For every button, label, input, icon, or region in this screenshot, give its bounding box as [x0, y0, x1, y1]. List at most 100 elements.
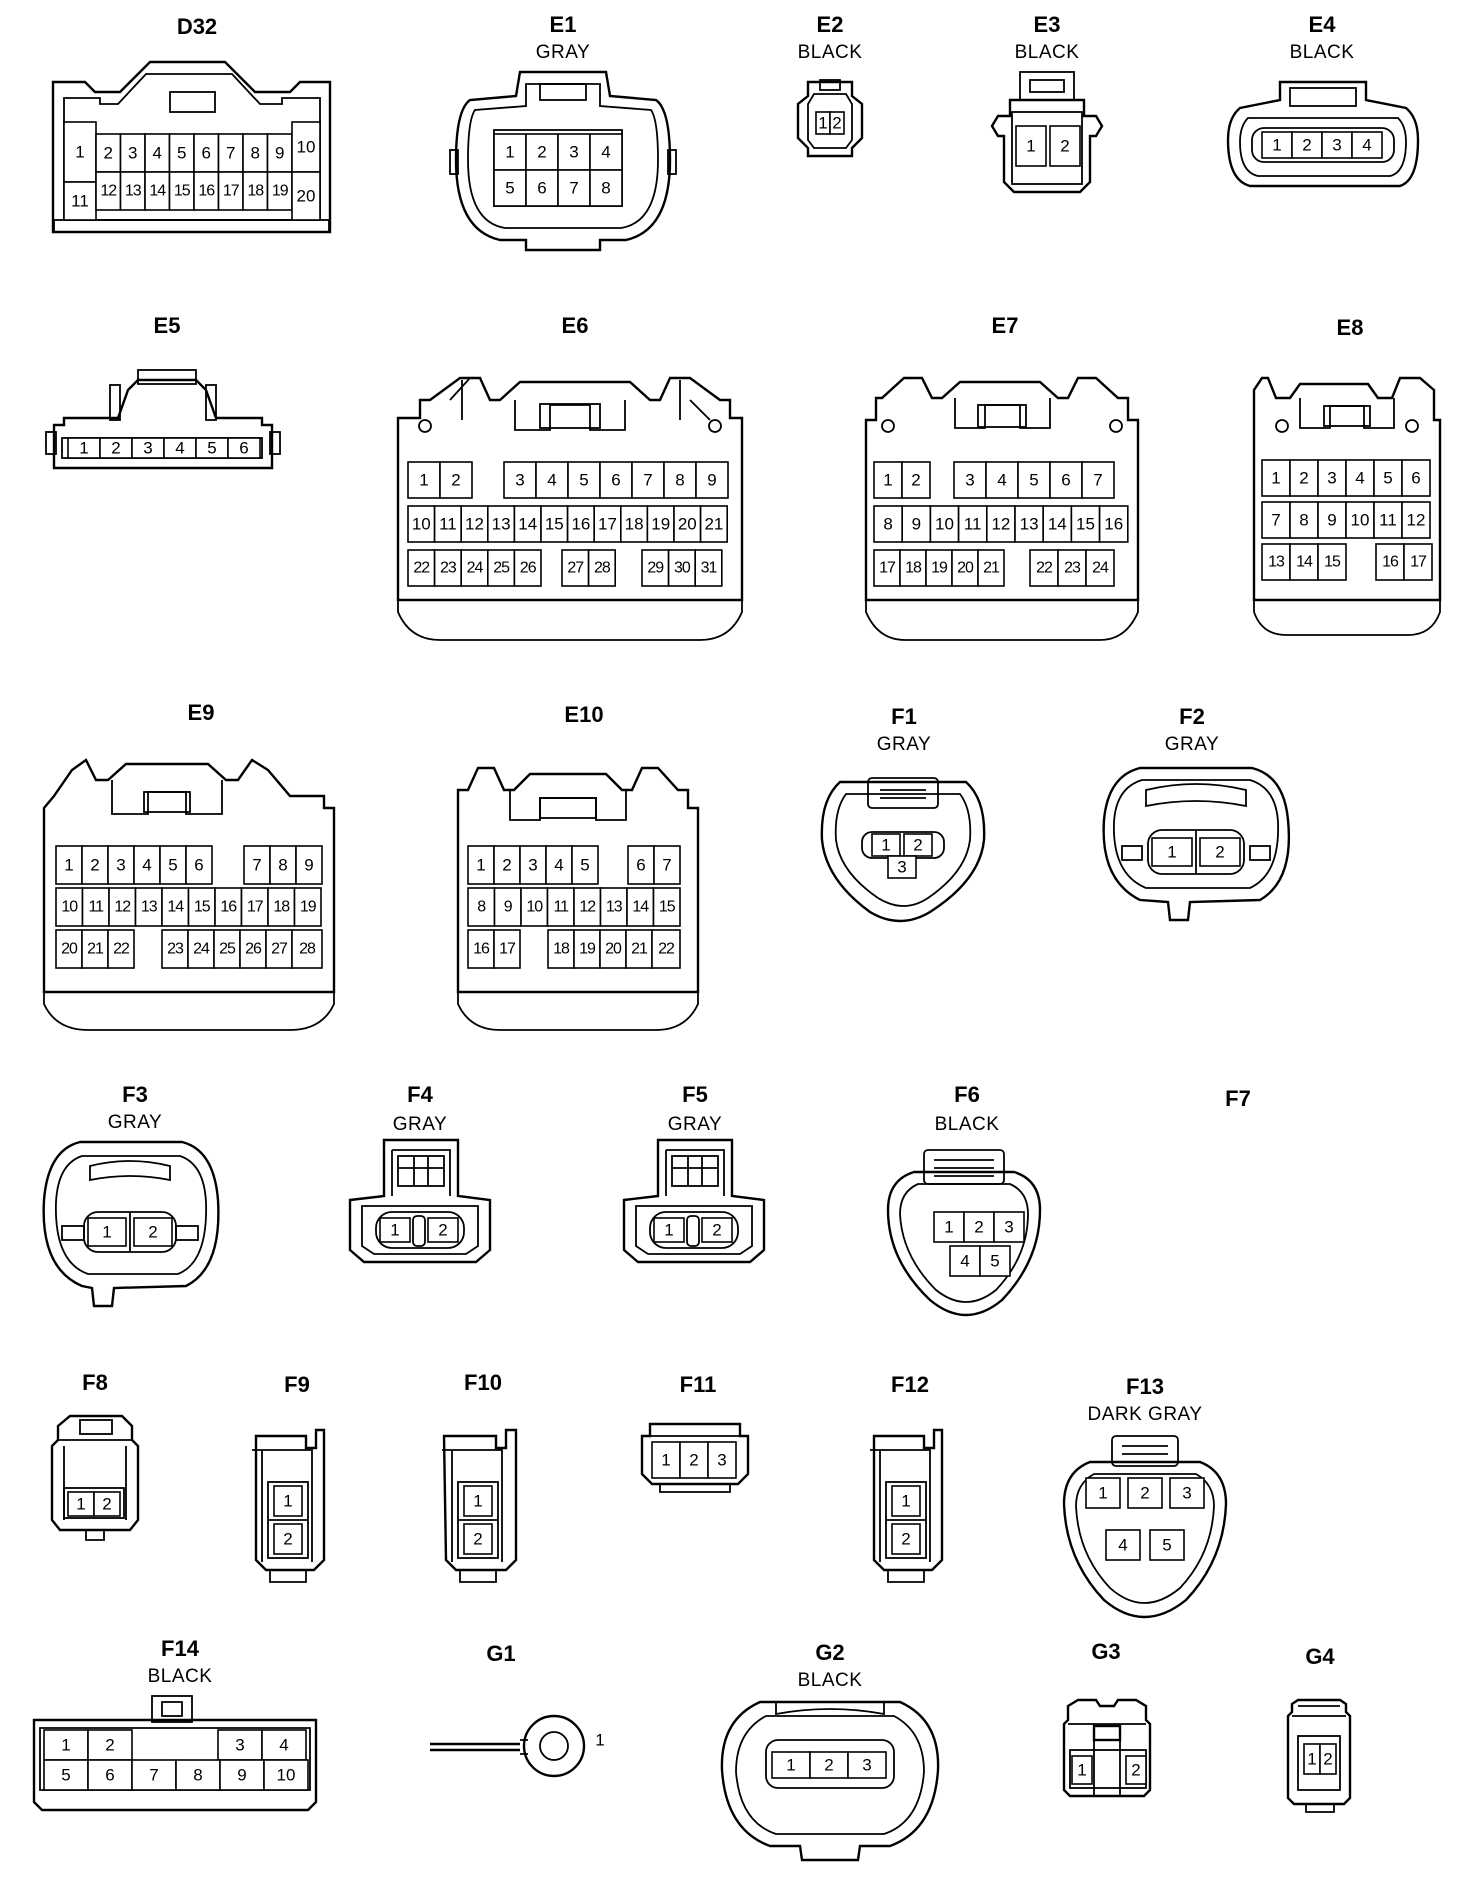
pin-label: 18 [273, 899, 290, 916]
pin-cell [993, 1211, 1025, 1243]
pin-label: 18 [553, 941, 570, 958]
pin-cell [427, 1217, 459, 1243]
pin-label: 12 [114, 899, 131, 916]
pin-label: 6 [611, 471, 620, 490]
pin-label: 8 [675, 471, 684, 490]
pin-label: 15 [194, 899, 211, 916]
pin-cell [159, 845, 187, 885]
pin-cell [809, 1751, 849, 1779]
pin-label: 20 [297, 187, 316, 206]
connector-label: F10 [464, 1370, 502, 1395]
pin-label: 3 [569, 143, 578, 162]
pin-label: 8 [251, 144, 260, 163]
pin-cell [81, 929, 109, 969]
pin-cell [1321, 131, 1353, 159]
pin-label: 4 [547, 471, 556, 490]
pin-label: 19 [300, 899, 317, 916]
connector-label: F12 [891, 1372, 929, 1397]
pin-label: 10 [526, 899, 543, 916]
pin-label: 3 [1332, 136, 1341, 155]
pin-label: 2 [1299, 469, 1308, 488]
pin-label: 23 [440, 560, 457, 577]
pin-cell [513, 549, 542, 587]
connector-label: E5 [154, 313, 181, 338]
pin-label: 2 [148, 1223, 157, 1242]
pin-cell [1199, 837, 1241, 867]
pin-cell [593, 505, 622, 543]
connector-f10: F10 12 [442, 1370, 518, 1583]
pin-label: 2 [105, 1736, 114, 1755]
pin-cell [566, 505, 595, 543]
pin-cell [134, 887, 163, 927]
pin-cell [651, 929, 681, 969]
connector-label: F4 [407, 1082, 433, 1107]
pin-cell [519, 845, 547, 885]
pin-label: 3 [235, 1736, 244, 1755]
connector-label: F7 [1225, 1086, 1251, 1111]
pin-label: 6 [105, 1766, 114, 1785]
pin-label: 3 [1182, 1484, 1191, 1503]
pin-label: 1 [1026, 137, 1035, 156]
pin-cell [963, 1211, 995, 1243]
pin-cell [433, 505, 463, 543]
pin-cell [273, 1485, 303, 1517]
pin-cell [108, 887, 137, 927]
pin-label: 1 [661, 1451, 670, 1470]
connector-color: BLACK [1015, 42, 1080, 63]
pin-label: 1 [102, 1223, 111, 1242]
pin-cell [273, 1523, 303, 1555]
pin-label: 1 [61, 1736, 70, 1755]
pin-cell [589, 133, 623, 171]
pin-label: 7 [226, 144, 235, 163]
pin-label: 2 [901, 1530, 910, 1549]
pin-label: 3 [897, 858, 906, 877]
pin-cell [1127, 1477, 1163, 1509]
pin-label: 5 [177, 144, 186, 163]
pin-cell [131, 1759, 177, 1791]
pin-label: 9 [912, 515, 921, 534]
pin-cell [694, 549, 723, 587]
pin-label: 2 [111, 439, 120, 458]
pin-label: 3 [965, 471, 974, 490]
pin-cell [903, 833, 933, 857]
pin-cell [87, 1217, 127, 1247]
pin-cell [107, 845, 135, 885]
pin-label: 2 [283, 1530, 292, 1549]
pin-cell [439, 461, 473, 499]
connector-color: DARK GRAY [1087, 1404, 1202, 1425]
pin-cell [1151, 837, 1193, 867]
pin-label: 3 [528, 856, 537, 875]
pin-label: 3 [862, 1756, 871, 1775]
pin-label: 6 [1411, 469, 1420, 488]
pin-label: 3 [116, 856, 125, 875]
pin-cell [525, 133, 559, 171]
pin-label: 14 [167, 899, 184, 916]
pin-label: 1 [419, 471, 428, 490]
pin-cell [185, 845, 213, 885]
pin-cell [1098, 505, 1129, 543]
pin-label: 17 [247, 899, 264, 916]
pin-label: 20 [605, 941, 622, 958]
pin-label: 14 [518, 515, 537, 534]
pin-label: 13 [606, 899, 623, 916]
pin-cell [953, 461, 987, 499]
pin-label: 10 [277, 1766, 296, 1785]
pin-label: 18 [625, 515, 644, 534]
pin-cell [1042, 505, 1073, 543]
pin-label: 5 [207, 439, 216, 458]
pin-label: 14 [1296, 554, 1313, 571]
pin-cell [1351, 131, 1383, 159]
pin-cell [587, 549, 616, 587]
pin-cell [873, 505, 904, 543]
pin-label: 14 [149, 183, 166, 200]
pin-label: 2 [824, 1756, 833, 1775]
connector-color: GRAY [668, 1114, 722, 1135]
pin-cell [407, 461, 441, 499]
